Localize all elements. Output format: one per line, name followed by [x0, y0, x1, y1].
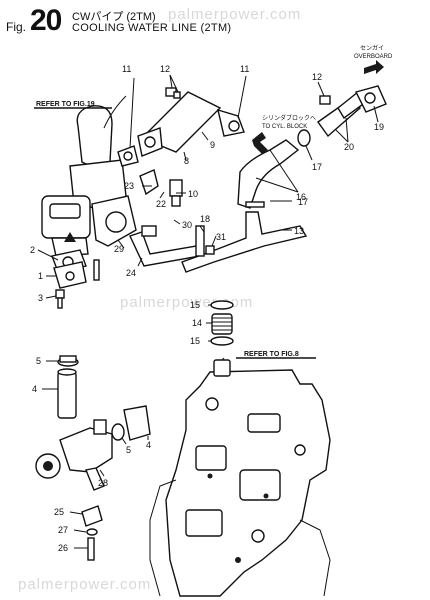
pipe-26	[87, 537, 95, 561]
callout-30: 30	[182, 220, 192, 230]
clamp-5-left	[57, 355, 79, 367]
callout-20: 20	[344, 142, 354, 152]
flow-arrow-icon	[64, 232, 76, 242]
clamp-17-lower	[245, 201, 265, 208]
gasket-19	[354, 85, 387, 113]
washer-27	[86, 528, 98, 536]
callout-23: 23	[124, 181, 134, 191]
cyl-block-note: TO CYL. BLOCK	[262, 124, 307, 130]
overboard-note-jp: センガイ	[360, 44, 384, 52]
figure-title: COOLING WATER LINE (2TM)	[72, 22, 232, 34]
water-pump-assembly	[41, 95, 137, 257]
callout-5-left: 5	[36, 356, 41, 366]
hose-16	[237, 139, 300, 209]
callout-25: 25	[54, 507, 64, 517]
fitting-23	[139, 169, 159, 196]
bolt-3	[55, 289, 65, 309]
callout-12-left: 12	[160, 64, 170, 74]
callout-15-lower: 15	[190, 336, 200, 346]
callout-11-left: 11	[122, 64, 131, 74]
callout-8: 8	[184, 156, 189, 166]
pipe-13	[181, 211, 308, 273]
callout-4-right: 4	[146, 440, 151, 450]
figure-header: Fig. 20 CWパイプ (2TM) COOLING WATER LINE (…	[6, 4, 306, 38]
callout-15-upper: 15	[190, 300, 200, 310]
callout-4-left: 4	[32, 384, 37, 394]
callout-31: 31	[216, 232, 226, 242]
clamp-5-right	[111, 423, 125, 441]
figure-prefix: Fig.	[6, 20, 27, 34]
union-10	[169, 179, 183, 207]
clamp-15-lower	[210, 336, 234, 346]
cock-25	[81, 505, 103, 527]
callout-17-lower: 17	[298, 197, 308, 207]
callout-28: 28	[98, 478, 108, 488]
callout-27: 27	[58, 525, 68, 535]
callout-13: 13	[294, 226, 304, 236]
pin-29	[93, 259, 100, 281]
figure-title-japanese: CWパイプ (2TM)	[72, 11, 156, 23]
bolt-12-right	[319, 95, 331, 105]
callout-1: 1	[38, 271, 43, 281]
plate-1	[53, 261, 87, 289]
overboard-arrow-icon	[364, 60, 384, 74]
figure-number: 20	[30, 4, 62, 37]
callout-3: 3	[38, 293, 43, 303]
callout-16: 16	[296, 192, 306, 202]
leader-lines	[37, 74, 379, 549]
callout-11-right: 11	[240, 64, 249, 74]
hose-4-right	[123, 405, 151, 441]
callout-29: 29	[114, 244, 124, 254]
callout-24: 24	[126, 268, 136, 278]
callout-10: 10	[188, 189, 198, 199]
clamp-15-upper	[210, 300, 234, 310]
drain-cock-28	[35, 419, 113, 491]
bolt-31	[205, 245, 215, 255]
clamp-17-upper	[297, 129, 311, 147]
callout-17-upper: 17	[312, 162, 322, 172]
callout-22: 22	[156, 199, 166, 209]
callout-14: 14	[192, 318, 202, 328]
callout-2: 2	[30, 245, 35, 255]
engine-block	[149, 359, 331, 597]
bolt-12-left	[165, 87, 181, 99]
cyl-block-note-jp: シリンダブロックへ	[262, 114, 316, 122]
callout-18: 18	[200, 214, 210, 224]
overboard-note: OVERBOARD	[354, 54, 393, 60]
watermark-top: palmerpower.com	[168, 6, 302, 23]
hose-4-left	[57, 368, 77, 419]
ref-fig8-label: REFER TO FIG.8	[244, 351, 299, 358]
ref-fig19-label: REFER TO FIG.19	[36, 101, 95, 108]
watermark-bottom: palmerpower.com	[18, 576, 152, 593]
callout-12-right: 12	[312, 72, 322, 82]
cyl-block-arrow-icon	[252, 132, 268, 154]
gasket-11-left	[117, 145, 139, 167]
callout-19: 19	[374, 122, 384, 132]
callout-5-right: 5	[126, 445, 131, 455]
callout-9: 9	[210, 140, 215, 150]
elbow-pipe-8	[137, 91, 245, 157]
callout-numbers: 2 1 3 5 4 4 5 28 25 27 26 11 12 11 8 9 1…	[30, 64, 384, 553]
callout-26: 26	[58, 543, 68, 553]
hose-14	[211, 313, 233, 335]
